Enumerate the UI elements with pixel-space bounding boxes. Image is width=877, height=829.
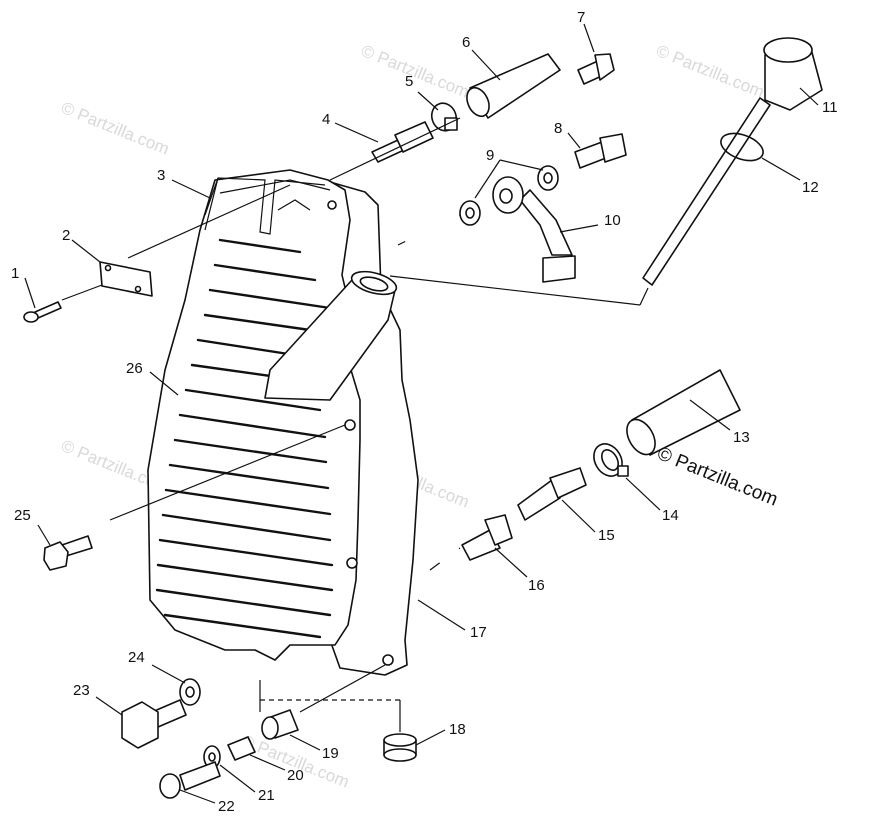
watermark: © Partzilla.com: [59, 98, 172, 159]
callout-22: 22: [218, 798, 235, 815]
washer-9b[interactable]: [537, 165, 559, 191]
bolt-25[interactable]: [43, 535, 93, 571]
tank-ribs: [155, 238, 334, 639]
clamp-14[interactable]: [588, 439, 629, 481]
copyright-text: © Partzilla.com: [654, 443, 781, 510]
bolt-23[interactable]: [121, 699, 187, 749]
banjo-line-10[interactable]: [492, 176, 576, 283]
callout-10: 10: [604, 212, 621, 229]
fitting-15[interactable]: [517, 467, 587, 521]
washer-24[interactable]: [179, 678, 201, 706]
spacer-19[interactable]: [261, 709, 299, 740]
watermark: © Partzilla.com: [654, 41, 767, 102]
callout-9: 9: [486, 147, 494, 164]
callout-17: 17: [470, 624, 487, 641]
watermark: © Partzilla.com: [359, 41, 472, 102]
callout-23: 23: [73, 682, 90, 699]
plug-16[interactable]: [461, 514, 513, 561]
callout-14: 14: [662, 507, 679, 524]
callout-20: 20: [287, 767, 304, 784]
washer-9a[interactable]: [459, 200, 481, 226]
bolt-22[interactable]: [159, 761, 221, 799]
callout-5: 5: [405, 73, 413, 90]
callout-26: 26: [126, 360, 143, 377]
leader-lines: [24, 23, 819, 804]
callout-24: 24: [128, 649, 145, 666]
callout-15: 15: [598, 527, 615, 544]
hose-6[interactable]: [463, 53, 561, 120]
callout-8: 8: [554, 120, 562, 137]
o-ring-12[interactable]: [717, 128, 767, 166]
clamp-plate-2[interactable]: [99, 261, 153, 297]
callout-16: 16: [528, 577, 545, 594]
bushing-20[interactable]: [227, 736, 256, 761]
screw-1[interactable]: [23, 301, 62, 323]
callout-18: 18: [449, 721, 466, 738]
callout-13: 13: [733, 429, 750, 446]
callout-4: 4: [322, 111, 330, 128]
grommet-18[interactable]: [383, 733, 417, 762]
callout-21: 21: [258, 787, 275, 804]
callout-6: 6: [462, 34, 470, 51]
callout-25: 25: [14, 507, 31, 524]
callout-2: 2: [62, 227, 70, 244]
callouts: 1 2 3 4 5 6 7 8 9 10 11 12 13 14 15 16 1…: [11, 9, 838, 815]
callout-12: 12: [802, 179, 819, 196]
callout-19: 19: [322, 745, 339, 762]
callout-1: 1: [11, 265, 19, 282]
bolt-8[interactable]: [574, 133, 627, 169]
callout-11: 11: [822, 99, 838, 116]
hose-13[interactable]: [621, 369, 741, 459]
dipstick-11[interactable]: [642, 37, 823, 286]
callout-3: 3: [157, 167, 165, 184]
callout-7: 7: [577, 9, 585, 26]
fitting-7[interactable]: [577, 53, 615, 85]
bracket-3[interactable]: [204, 177, 326, 235]
oil-tank[interactable]: [147, 169, 419, 676]
